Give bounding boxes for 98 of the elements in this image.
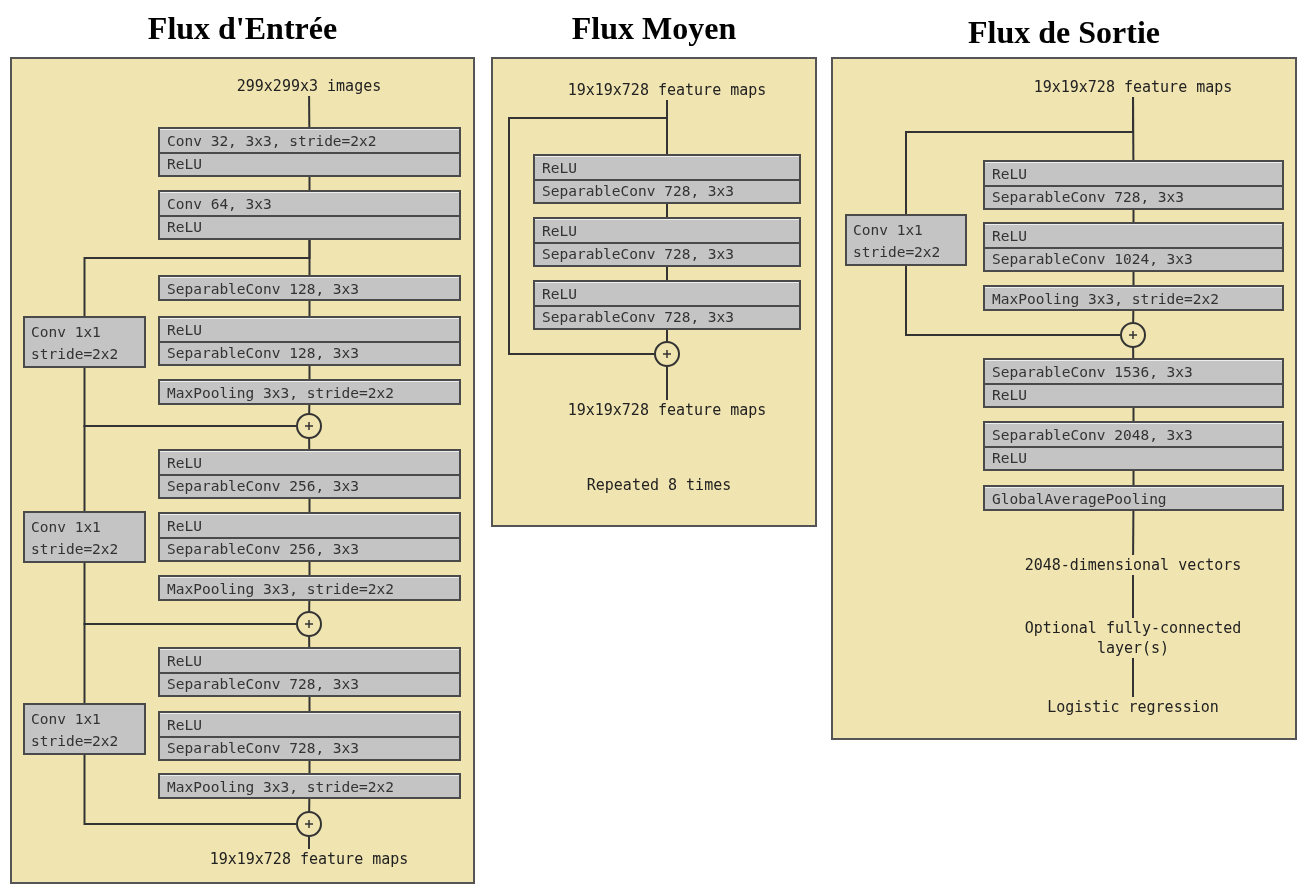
layer-row: GlobalAveragePooling bbox=[985, 487, 1282, 509]
connector-line bbox=[83, 425, 297, 512]
conv-box: Conv 1x1 stride=2x2 bbox=[23, 511, 146, 563]
connector-line bbox=[308, 365, 311, 380]
panel-title: Flux de Sortie bbox=[967, 13, 1161, 52]
connector-line bbox=[666, 203, 668, 218]
panel-title: Flux Moyen bbox=[570, 9, 738, 48]
connector-line bbox=[308, 696, 311, 712]
layer-box bbox=[158, 316, 461, 366]
connector-line bbox=[1132, 510, 1135, 556]
layer-row: MaxPooling 3x3, stride=2x2 bbox=[985, 287, 1282, 309]
tensor-label: 19x19x728 feature maps bbox=[179, 849, 439, 869]
layer-row: MaxPooling 3x3, stride=2x2 bbox=[160, 577, 459, 599]
layer-box bbox=[533, 280, 801, 330]
panel-title: Flux d'Entrée bbox=[146, 9, 339, 48]
tensor-label: Optional fully-connected layer(s) bbox=[993, 618, 1273, 658]
connector-line bbox=[83, 623, 297, 704]
layer-box bbox=[158, 449, 461, 499]
layer-row: SeparableConv 128, 3x3 bbox=[160, 277, 459, 299]
layer-row: ReLU bbox=[535, 156, 799, 179]
connector-line bbox=[308, 176, 311, 191]
connector-line bbox=[666, 266, 668, 281]
connector-line bbox=[1132, 310, 1135, 323]
connector-line bbox=[308, 760, 311, 774]
layer-row: ReLU bbox=[160, 214, 459, 238]
conv-box: Conv 1x1 stride=2x2 bbox=[23, 703, 146, 755]
layer-box bbox=[158, 512, 461, 562]
layer-box bbox=[158, 711, 461, 761]
layer-row: SeparableConv 128, 3x3 bbox=[160, 340, 459, 364]
connector-line bbox=[1132, 657, 1134, 698]
layer-box bbox=[158, 190, 461, 240]
layer-box bbox=[158, 127, 461, 177]
tensor-label: 19x19x728 feature maps bbox=[537, 400, 797, 420]
layer-row: ReLU bbox=[160, 713, 459, 736]
tensor-label: 299x299x3 images bbox=[179, 76, 439, 96]
layer-box bbox=[983, 160, 1284, 210]
layer-row: ReLU bbox=[160, 649, 459, 672]
layer-row: Conv 32, 3x3, stride=2x2 bbox=[160, 129, 459, 152]
connector-line bbox=[905, 265, 1121, 336]
connector-line bbox=[1132, 271, 1135, 286]
connector-line bbox=[308, 404, 311, 414]
layer-row: SeparableConv 1536, 3x3 bbox=[985, 360, 1282, 383]
note-text: Repeated 8 times bbox=[585, 475, 733, 495]
layer-row: ReLU bbox=[985, 382, 1282, 406]
layer-row: ReLU bbox=[160, 451, 459, 474]
connector-line bbox=[1132, 209, 1135, 223]
layer-row: ReLU bbox=[985, 224, 1282, 247]
layer-row: ReLU bbox=[535, 219, 799, 242]
layer-row: ReLU bbox=[160, 151, 459, 175]
connector-line bbox=[83, 239, 311, 317]
connector-line bbox=[83, 754, 297, 825]
layer-box bbox=[533, 154, 801, 204]
connector-line bbox=[308, 836, 310, 850]
layer-row: SeparableConv 256, 3x3 bbox=[160, 536, 459, 560]
layer-row: ReLU bbox=[160, 514, 459, 537]
layer-row: Conv 64, 3x3 bbox=[160, 192, 459, 215]
layer-row: ReLU bbox=[535, 282, 799, 305]
layer-row: SeparableConv 2048, 3x3 bbox=[985, 423, 1282, 446]
layer-row: SeparableConv 728, 3x3 bbox=[535, 178, 799, 202]
layer-row: SeparableConv 728, 3x3 bbox=[535, 304, 799, 328]
connector-line bbox=[1132, 347, 1135, 359]
connector-line bbox=[308, 636, 311, 648]
tensor-label: 2048-dimensional vectors bbox=[993, 555, 1273, 575]
connector-line bbox=[1132, 407, 1135, 422]
layer-row: SeparableConv 1024, 3x3 bbox=[985, 246, 1282, 270]
layer-row: ReLU bbox=[160, 318, 459, 341]
connector-line bbox=[308, 498, 311, 513]
layer-box bbox=[158, 647, 461, 697]
layer-row: ReLU bbox=[985, 162, 1282, 185]
layer-row: SeparableConv 728, 3x3 bbox=[160, 735, 459, 759]
conv-box: Conv 1x1 stride=2x2 bbox=[23, 316, 146, 368]
connector-line bbox=[666, 366, 668, 401]
connector-line bbox=[308, 300, 311, 317]
layer-row: MaxPooling 3x3, stride=2x2 bbox=[160, 381, 459, 403]
conv-box: Conv 1x1 stride=2x2 bbox=[845, 214, 967, 266]
connector-line bbox=[308, 438, 311, 450]
layer-row: ReLU bbox=[985, 445, 1282, 469]
layer-row: SeparableConv 728, 3x3 bbox=[160, 671, 459, 695]
connector-line bbox=[508, 99, 668, 355]
layer-row: SeparableConv 728, 3x3 bbox=[985, 184, 1282, 208]
tensor-label: 19x19x728 feature maps bbox=[1003, 77, 1263, 97]
connector-line bbox=[308, 95, 311, 128]
layer-box bbox=[983, 222, 1284, 272]
layer-box bbox=[983, 358, 1284, 408]
tensor-label: Logistic regression bbox=[993, 697, 1273, 717]
connector-line bbox=[1132, 574, 1134, 619]
layer-row: SeparableConv 256, 3x3 bbox=[160, 473, 459, 497]
connector-line bbox=[308, 600, 311, 612]
tensor-label: 19x19x728 feature maps bbox=[537, 80, 797, 100]
layer-box bbox=[533, 217, 801, 267]
layer-box bbox=[983, 421, 1284, 471]
connector-line bbox=[308, 798, 311, 812]
connector-line bbox=[666, 329, 668, 342]
connector-line bbox=[1132, 470, 1135, 486]
layer-row: MaxPooling 3x3, stride=2x2 bbox=[160, 775, 459, 797]
connector-line bbox=[905, 96, 1134, 215]
layer-row: SeparableConv 728, 3x3 bbox=[535, 241, 799, 265]
connector-line bbox=[308, 561, 311, 576]
